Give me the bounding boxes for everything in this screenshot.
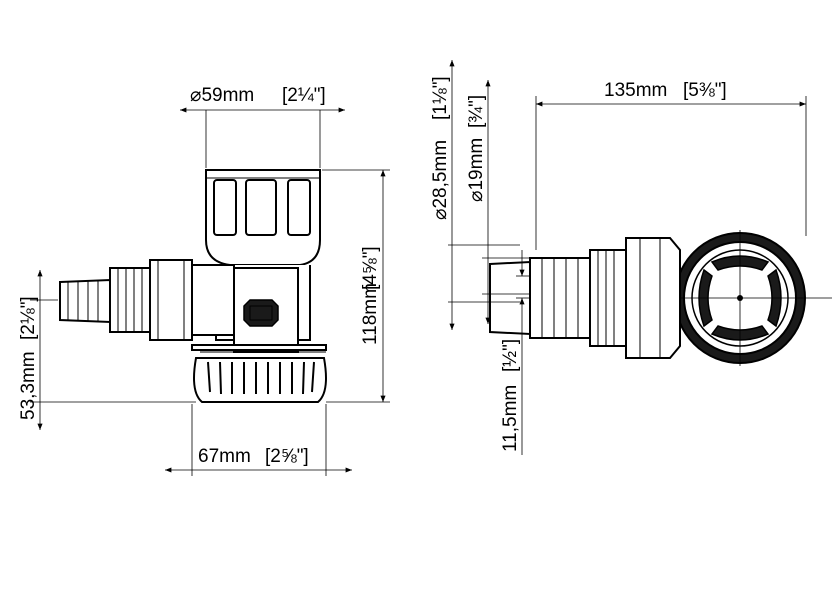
dim-bottom-width: 67mm [2⅝"] [165,404,352,476]
dim-height-label: 118mm [360,283,381,345]
dim-outlet-outer-dia: ⌀28,5mm [1⅛"] [430,60,520,330]
dim-outlet-offset-inch: [½"] [500,339,521,372]
dim-outlet-inner-dia: ⌀19mm [¾"] [466,80,530,324]
dim-height: 118mm [4⅝"] [322,169,390,403]
dim-outlet-height-inch: [2⅛"] [18,296,39,340]
side-view: ⌀28,5mm [1⅛"] ⌀19mm [¾"] 135mm [5⅜"] 11,… [430,60,832,455]
strainer-base [191,344,327,403]
dim-outlet-outer-dia-label: ⌀28,5mm [430,140,451,220]
dim-bottom-width-label: 67mm [198,446,251,467]
dim-outlet-length: 135mm [5⅜"] [535,80,807,250]
dim-bottom-width-inch: [2⅝"] [265,446,309,467]
dim-outlet-offset: 11,5mm [½"] [500,250,530,455]
dim-outlet-height: 53,3mm [2⅛"] [18,270,196,430]
dim-outlet-length-inch: [5⅜"] [683,80,727,101]
dim-top-width-inch: [2¼"] [282,85,326,106]
outlet-side-tube [489,237,681,359]
pump-top-cap [205,169,321,266]
strainer-round-view [672,230,832,366]
dim-outlet-outer-dia-inch: [1⅛"] [430,76,451,120]
dim-outlet-inner-dia-inch: [¾"] [466,95,487,128]
dim-top-width-label: ⌀59mm [190,85,254,106]
dim-top-width: ⌀59mm [2¼"] [180,85,345,168]
dim-outlet-height-label: 53,3mm [18,351,39,420]
dim-outlet-offset-label: 11,5mm [500,385,521,452]
pump-body [215,265,311,353]
outlet-hose-barb [59,259,235,341]
front-view: ⌀59mm [2¼"] 118mm [4⅝"] 67mm [2⅝"] 53,3m… [18,85,390,476]
dim-outlet-length-label: 135mm [604,80,667,101]
dim-height-inch: [4⅝"] [360,246,381,290]
dim-outlet-inner-dia-label: ⌀19mm [466,138,487,202]
